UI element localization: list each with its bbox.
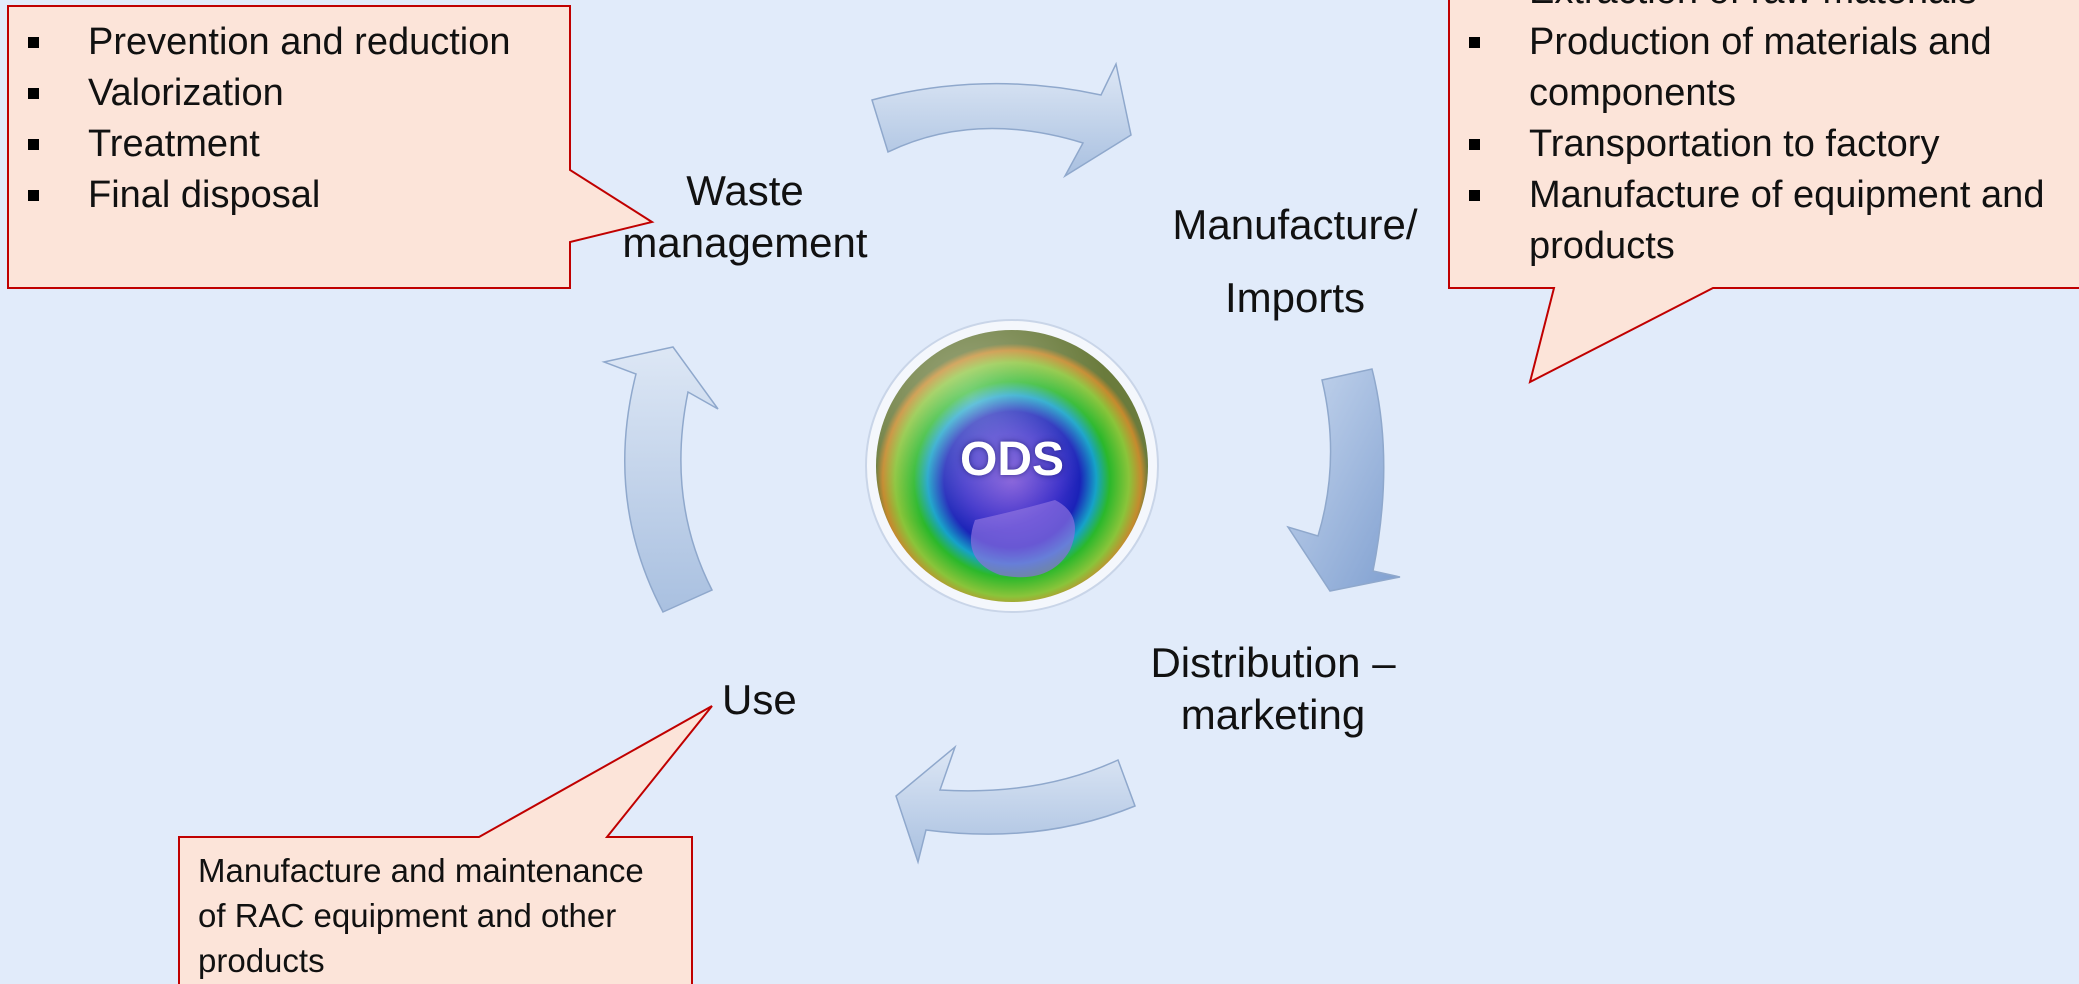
list-item: Manufacture of equipment and products [1469, 170, 2059, 272]
stage-manufacture-line2: Imports [1224, 274, 1366, 321]
stage-manufacture-line1: Manufacture/ [1172, 201, 1418, 248]
list-item: Production of materials and components [1469, 17, 2059, 119]
globe-shine [876, 330, 1148, 602]
stage-use: Use [722, 676, 797, 723]
stage-waste-line2: management [622, 219, 868, 266]
list-item: Valorization [28, 68, 511, 119]
arrow-top [871, 61, 1132, 179]
stage-distribution-line2: marketing [1180, 691, 1366, 738]
manufacture-callout-box [1448, 0, 2079, 384]
arrow-left [601, 346, 719, 613]
waste-callout-box [7, 5, 655, 289]
stage-distribution-line1: Distribution – [1150, 639, 1396, 686]
manufacture-callout-list: Extraction of raw materials Production o… [1469, 0, 2059, 272]
list-item: Transportation to factory [1469, 119, 2059, 170]
stage-distribution-marketing: Distribution – marketing [1128, 637, 1418, 741]
use-callout-box [178, 705, 713, 984]
center-label: ODS [959, 433, 1064, 486]
use-callout-text: Manufacture and maintenance of RAC equip… [198, 852, 644, 979]
waste-callout-list: Prevention and reduction Valorization Tr… [28, 17, 511, 221]
list-item: Final disposal [28, 170, 511, 221]
stage-waste-management: Waste management [610, 165, 880, 269]
list-item: Prevention and reduction [28, 17, 511, 68]
stage-manufacture-imports: Manufacture/ Imports [1150, 188, 1440, 334]
arrow-right [1286, 368, 1401, 592]
stage-waste-line1: Waste [686, 167, 804, 214]
list-item: Treatment [28, 119, 511, 170]
list-item: Extraction of raw materials [1469, 0, 2059, 17]
arrow-bottom [895, 744, 1136, 865]
